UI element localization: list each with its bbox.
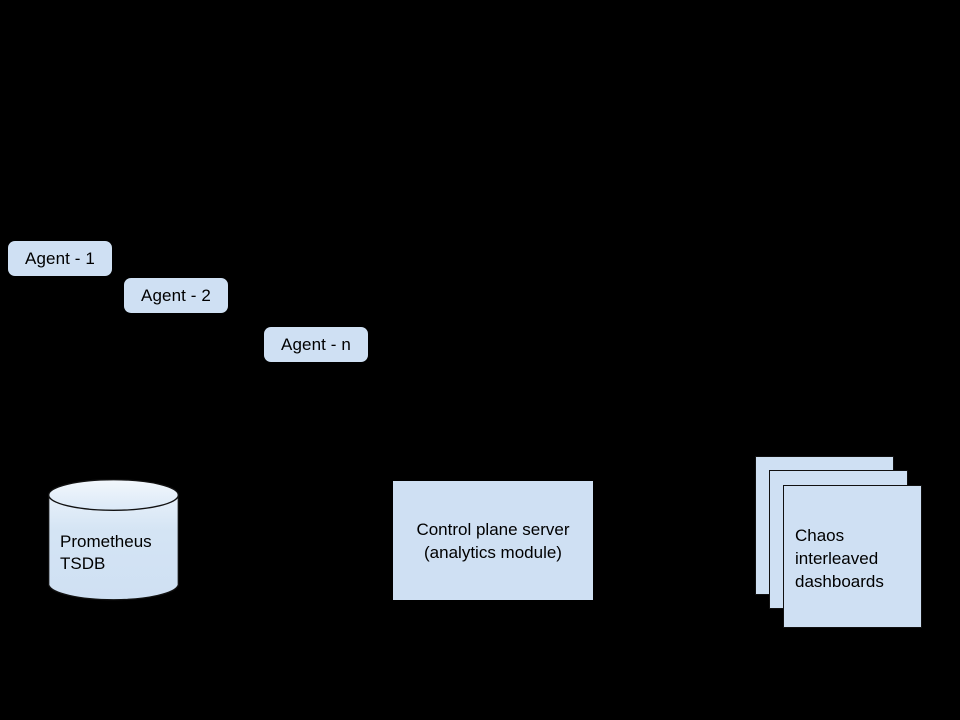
node-chaos-dashboards[interactable]: Chaos interleaved dashboards (755, 456, 925, 631)
node-prometheus-tsdb[interactable]: Prometheus TSDB (48, 479, 179, 601)
node-agent-n-label: Agent - n (281, 335, 351, 354)
dashboard-sheet-front (783, 485, 922, 628)
node-chaos-dashboards-label: Chaos interleaved dashboards (795, 526, 884, 591)
node-agent-n[interactable]: Agent - n (264, 327, 368, 362)
node-agent-2[interactable]: Agent - 2 (124, 278, 228, 313)
node-prometheus-tsdb-label: Prometheus TSDB (60, 532, 152, 573)
node-agent-1-label: Agent - 1 (25, 249, 95, 268)
node-agent-2-label: Agent - 2 (141, 286, 211, 305)
node-agent-1[interactable]: Agent - 1 (8, 241, 112, 276)
node-control-plane-server-label: Control plane server (analytics module) (416, 519, 570, 562)
node-control-plane-server[interactable]: Control plane server (analytics module) (393, 481, 593, 600)
cylinder-shape-icon (48, 479, 179, 601)
